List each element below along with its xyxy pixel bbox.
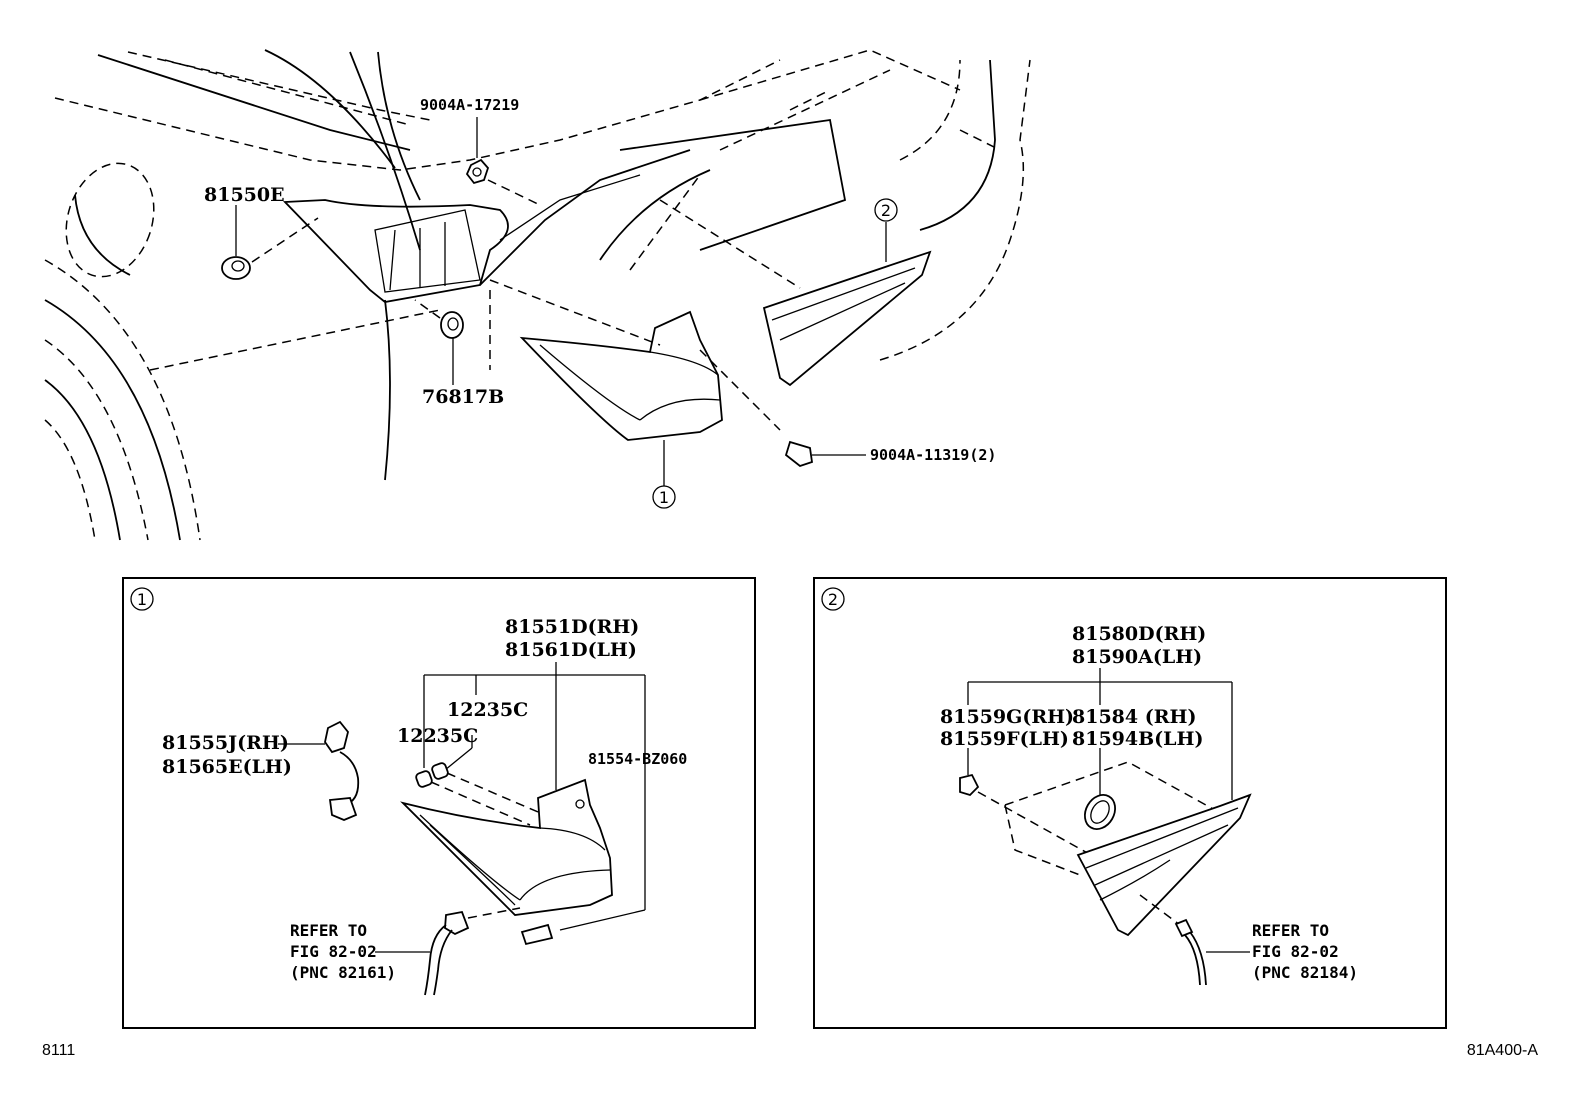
detail-1-marker: 1 [130, 587, 154, 611]
vehicle-body-outline [44, 49, 1031, 541]
detail-1-refer-line3: (PNC 82161) [290, 963, 396, 982]
grommet-76817b [414, 299, 464, 385]
detail-2-bulb-lh: 81559F(LH) [940, 728, 1069, 750]
detail-2-wire-connector [1139, 894, 1250, 986]
detail-1-bulb-b: 12235C [397, 725, 478, 747]
detail-2-leader-tree [967, 668, 1233, 800]
detail-1-socket [278, 720, 360, 821]
detail-box-1 [122, 577, 756, 1029]
rear-lamp-assembly-outer [489, 279, 781, 441]
detail-1-lamp-rh: 81551D(RH) [505, 616, 639, 638]
callout-screw-right: 9004A-11319(2) [870, 446, 996, 464]
detail-2-refer-line2: FIG 82-02 [1252, 942, 1339, 961]
side-lamp-assembly-outer: 2 [659, 198, 932, 387]
detail-1-wire-connector [375, 907, 554, 996]
detail-2-socket-lh: 81594B(LH) [1072, 728, 1203, 750]
detail-1-lamp-body [400, 778, 613, 916]
screw-9004a-11319 [784, 440, 866, 468]
svg-text:1: 1 [659, 488, 669, 507]
detail-1-lamp-lh: 81561D(LH) [505, 639, 637, 661]
detail-1-bulb-a: 12235C [447, 699, 528, 721]
callout-clip-left: 81550E [204, 184, 285, 206]
callout-bolt-top: 9004A-17219 [420, 96, 519, 114]
detail-1-refer-line1: REFER TO [290, 921, 367, 940]
detail-2-socket-rh: 81584 (RH) [1072, 706, 1196, 728]
detail-2-frame [1004, 761, 1216, 811]
detail-2-socket-ring [1084, 794, 1116, 830]
detail-2-refer-line1: REFER TO [1252, 921, 1329, 940]
clip-81550e [221, 205, 319, 280]
detail-1-bulbs [415, 762, 546, 826]
footer-right-code: 81A400-A [1467, 1042, 1538, 1059]
svg-text:1: 1 [137, 590, 147, 609]
bolt-9004a-17219 [465, 117, 541, 206]
detail-2-refer-line3: (PNC 82184) [1252, 963, 1358, 982]
detail-1-socket-rh: 81555J(RH) [162, 732, 289, 754]
detail-2-lamp-lh: 81590A(LH) [1072, 646, 1202, 668]
detail-2-marker: 2 [821, 587, 845, 611]
detail-1-leader-tree [423, 662, 646, 931]
detail-1-gasket: 81554-BZ060 [588, 750, 687, 768]
marker-1-main: 1 [652, 440, 676, 509]
detail-2-bulb-rh: 81559G(RH) [940, 706, 1074, 728]
detail-1-refer-line2: FIG 82-02 [290, 942, 377, 961]
detail-2-bulb [959, 773, 1101, 861]
marker-2-main: 2 [881, 201, 891, 220]
detail-box-2 [813, 577, 1447, 1029]
detail-1-socket-lh: 81565E(LH) [162, 756, 292, 778]
footer-left-code: 8111 [42, 1042, 75, 1059]
svg-text:2: 2 [828, 590, 838, 609]
callout-grommet: 76817B [422, 386, 504, 408]
detail-2-lamp-body [1076, 793, 1252, 937]
detail-2-lamp-rh: 81580D(RH) [1072, 623, 1206, 645]
